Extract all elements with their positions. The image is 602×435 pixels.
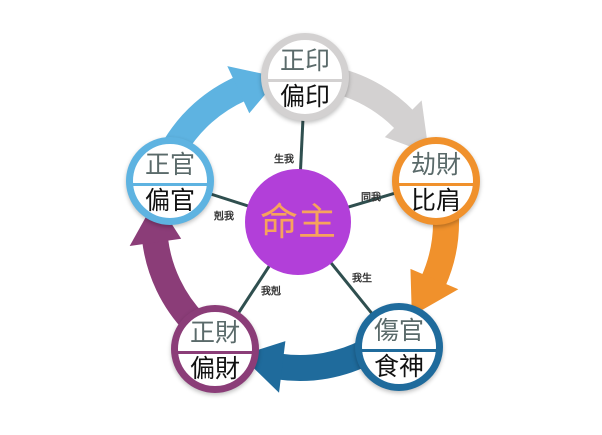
node-divider (268, 79, 342, 82)
node-upper-label: 正印 (279, 46, 330, 75)
node-lower-label: 比肩 (410, 186, 461, 215)
node-upper-label: 傷官 (373, 316, 424, 345)
node-zhengcai-piancai: 正財 偏財 (171, 305, 259, 393)
node-upper-label: 正官 (144, 150, 195, 179)
node-zhengguan-pianguan: 正官 偏官 (126, 137, 214, 225)
cycle-arrow-shaft (163, 76, 247, 154)
node-shangguan-shishen: 傷官 食神 (355, 303, 443, 391)
center-node-mingzhu: 命主 (245, 169, 351, 275)
node-upper-label: 劫財 (410, 150, 461, 179)
node-zhengyin-pianyin: 正印 偏印 (261, 33, 349, 121)
relation-label-bottom-left: 我剋 (261, 286, 281, 298)
node-divider (133, 183, 207, 186)
node-jiecai-bijian: 劫財 比肩 (392, 137, 480, 225)
cycle-arrow-shaft (142, 237, 205, 333)
node-lower-label: 食神 (373, 352, 424, 381)
cycle-arrow-head (410, 268, 459, 316)
node-upper-label: 正財 (189, 318, 240, 347)
node-divider (399, 183, 473, 186)
node-lower-label: 偏財 (189, 354, 240, 383)
relation-label-left: 剋我 (214, 211, 234, 223)
node-divider (178, 351, 252, 354)
node-divider (362, 349, 436, 352)
relation-label-bottom-right: 我生 (352, 273, 372, 285)
node-lower-label: 偏官 (144, 186, 195, 215)
node-lower-label: 偏印 (279, 82, 330, 111)
relation-label-right: 同我 (361, 192, 381, 204)
relation-label-top: 生我 (274, 154, 294, 166)
